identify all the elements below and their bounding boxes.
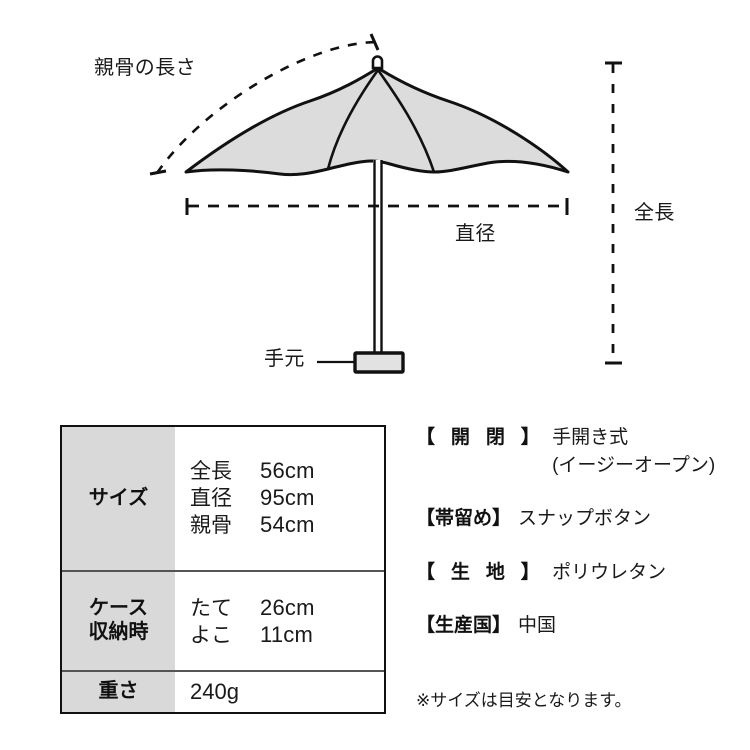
spec-label-open-close: 【 開 閉 】 <box>416 427 546 448</box>
case-value-height: 26cm <box>260 594 315 620</box>
spec-value-fabric: ポリウレタン <box>552 561 667 583</box>
case-value-width: 11cm <box>260 621 314 647</box>
diameter-label: 直径 <box>455 223 496 245</box>
size-value-diameter: 95cm <box>260 485 315 511</box>
size-entry-rib: 親骨 54cm <box>190 512 384 538</box>
table-header-weight: 重さ <box>62 670 175 712</box>
spec-value-open-close-sub: (イージーオープン) <box>552 454 716 476</box>
canopy-apex-knob <box>371 55 384 70</box>
spec-item-open-close: 【 開 閉 】 手開き式 (イージーオープン) <box>416 424 736 479</box>
rib-length-dimension-line <box>155 40 378 174</box>
size-disclaimer-note: ※サイズは目安となります。 <box>416 691 632 710</box>
table-header-size: サイズ <box>62 427 175 571</box>
rib-length-end-tick <box>149 169 167 176</box>
specification-list: 【 開 閉 】 手開き式 (イージーオープン) 【帯留め】 スナップボタン 【 … <box>416 424 736 666</box>
spec-item-country: 【生産国】 中国 <box>416 612 736 640</box>
spec-label-fabric: 【 生 地 】 <box>416 561 546 583</box>
spec-label-band: 【帯留め】 <box>416 508 512 530</box>
table-header-case-line1: ケース <box>89 597 148 620</box>
spec-value-open-close: 手開き式 (イージーオープン) <box>552 424 715 479</box>
umbrella-illustration <box>149 33 622 374</box>
size-key-total: 全長 <box>190 460 232 484</box>
rib-length-label: 親骨の長さ <box>94 57 196 79</box>
total-length-label: 全長 <box>634 202 675 224</box>
size-key-rib: 親骨 <box>190 514 232 538</box>
size-value-rib: 54cm <box>260 512 315 538</box>
table-row: ケース 収納時 たて 26cm よこ 11cm <box>62 569 384 672</box>
table-cell-size: 全長 56cm 直径 95cm 親骨 54cm <box>175 427 384 571</box>
weight-value: 240g <box>190 679 239 705</box>
handle-grip <box>353 351 405 374</box>
spec-item-band: 【帯留め】 スナップボタン <box>416 505 736 533</box>
case-entry-width: よこ 11cm <box>190 621 384 647</box>
size-entry-total: 全長 56cm <box>190 458 384 484</box>
size-value-total: 56cm <box>260 458 315 484</box>
table-cell-case: たて 26cm よこ 11cm <box>175 569 384 672</box>
table-row: 重さ 240g <box>62 670 384 712</box>
table-cell-weight: 240g <box>175 670 384 712</box>
handle-label: 手元 <box>264 348 305 370</box>
table-header-case-line2: 収納時 <box>88 621 149 644</box>
umbrella-canopy <box>184 66 570 177</box>
size-entry-diameter: 直径 95cm <box>190 485 384 511</box>
spec-value-open-close-main: 手開き式 <box>552 427 629 448</box>
spec-value-band: スナップボタン <box>518 508 652 530</box>
shaft-body <box>373 160 382 356</box>
table-header-case: ケース 収納時 <box>62 569 175 672</box>
spec-label-country: 【生産国】 <box>416 615 512 637</box>
umbrella-diagram: 親骨の長さ 直径 全長 手元 <box>94 33 675 374</box>
rib-length-start-tick <box>369 33 380 51</box>
case-key-width: よこ <box>190 623 232 647</box>
spec-item-fabric: 【 生 地 】 ポリウレタン <box>416 559 736 587</box>
table-row: サイズ 全長 56cm 直径 95cm 親骨 54cm <box>62 427 384 571</box>
specification-table: サイズ 全長 56cm 直径 95cm 親骨 54cm <box>60 425 386 714</box>
canopy-seam-left <box>326 69 380 170</box>
size-key-diameter: 直径 <box>190 487 232 511</box>
case-key-height: たて <box>190 596 232 620</box>
spec-value-country: 中国 <box>518 615 557 637</box>
canopy-seam-right <box>376 69 436 173</box>
case-entry-height: たて 26cm <box>190 594 384 620</box>
